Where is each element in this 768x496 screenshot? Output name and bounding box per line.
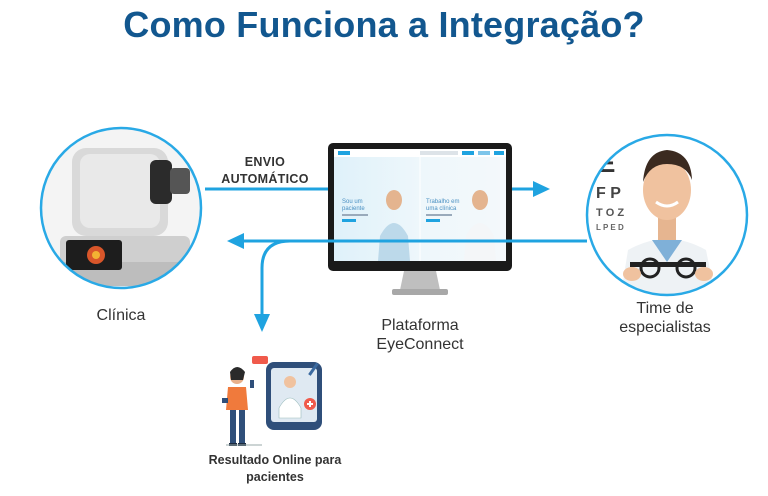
arrowhead-left bbox=[227, 233, 244, 249]
online-result-icon bbox=[222, 356, 322, 446]
clinic-circle bbox=[39, 126, 203, 290]
page-title: Como Funciona a Integração? bbox=[123, 4, 645, 45]
specialists-label-line1: Time de bbox=[636, 300, 694, 317]
arrow-label-line2: AUTOMÁTICO bbox=[221, 172, 309, 186]
svg-text:T O Z: T O Z bbox=[596, 207, 624, 219]
screen-text-patient-1: Sou um bbox=[342, 199, 363, 205]
eye-scanner-device-icon bbox=[41, 128, 201, 288]
arrowhead-right bbox=[533, 181, 550, 197]
screen-text-clinic-2: uma clínica bbox=[426, 206, 457, 212]
arrowhead-down bbox=[254, 314, 270, 332]
platform-label-line1: Plataforma bbox=[381, 317, 459, 334]
arrow-label: ENVIO AUTOMÁTICO bbox=[205, 154, 325, 188]
screen-text-patient-2: paciente bbox=[342, 206, 365, 212]
clinic-label: Clínica bbox=[96, 307, 146, 324]
result-label-line2: pacientes bbox=[246, 470, 304, 484]
flow-arrows bbox=[205, 181, 587, 332]
svg-text:L P E D: L P E D bbox=[596, 223, 624, 232]
platform-label-line2: EyeConnect bbox=[376, 336, 464, 353]
svg-text:F P: F P bbox=[596, 185, 621, 202]
result-label: Resultado Online para pacientes bbox=[195, 452, 355, 486]
specialist-circle: E F P T O Z L P E D bbox=[585, 133, 749, 297]
screen-text-clinic-1: Trabalho em bbox=[426, 199, 459, 205]
specialists-label-line2: especialistas bbox=[619, 319, 711, 336]
doctor-icon: E F P T O Z L P E D bbox=[596, 148, 716, 295]
arrow-down-to-result bbox=[260, 239, 291, 316]
platform-label: Plataforma EyeConnect bbox=[360, 316, 480, 354]
specialists-label: Time de especialistas bbox=[605, 299, 725, 337]
result-label-line1: Resultado Online para bbox=[208, 453, 342, 467]
monitor-icon: Sou um paciente Trabalho em uma clínica bbox=[328, 143, 512, 295]
arrow-label-line1: ENVIO bbox=[244, 155, 286, 169]
